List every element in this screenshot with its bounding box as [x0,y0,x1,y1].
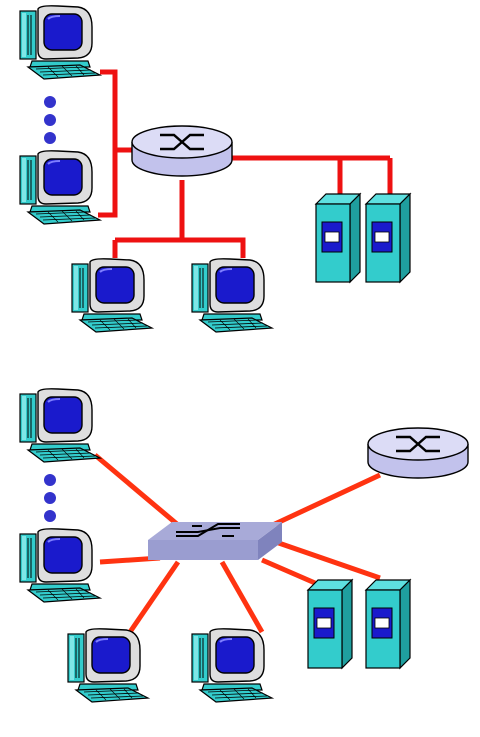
server-icon[interactable] [307,579,353,669]
computer-icon[interactable] [67,627,149,703]
link-switch-router [260,472,382,533]
link-switch-computer-top [93,453,192,537]
link-switch-server-left [261,557,316,586]
bottom-diagram [19,387,470,703]
link-switch-server-right [269,537,381,581]
computer-icon[interactable] [19,387,101,463]
router-icon[interactable] [130,124,234,178]
link-switch-computer-bottom-right [219,560,265,634]
top-diagram [19,4,411,333]
router-icon[interactable] [366,426,470,480]
server-icon[interactable] [365,193,411,283]
computer-icon[interactable] [19,4,101,80]
top-links [98,69,393,258]
computer-icon[interactable] [19,149,101,225]
link-computers-bus [98,69,118,218]
computer-icon[interactable] [19,527,101,603]
vertical-ellipsis-icon [44,96,56,144]
link-switch-computer-bottom-left [127,560,181,634]
bottom-links [93,453,382,634]
link-lower-bus [115,237,246,258]
computer-icon[interactable] [191,627,273,703]
switch-icon[interactable] [147,521,283,561]
computer-icon[interactable] [191,257,273,333]
server-icon[interactable] [315,193,361,283]
vertical-ellipsis-icon [44,474,56,522]
server-icon[interactable] [365,579,411,669]
computer-icon[interactable] [71,257,153,333]
